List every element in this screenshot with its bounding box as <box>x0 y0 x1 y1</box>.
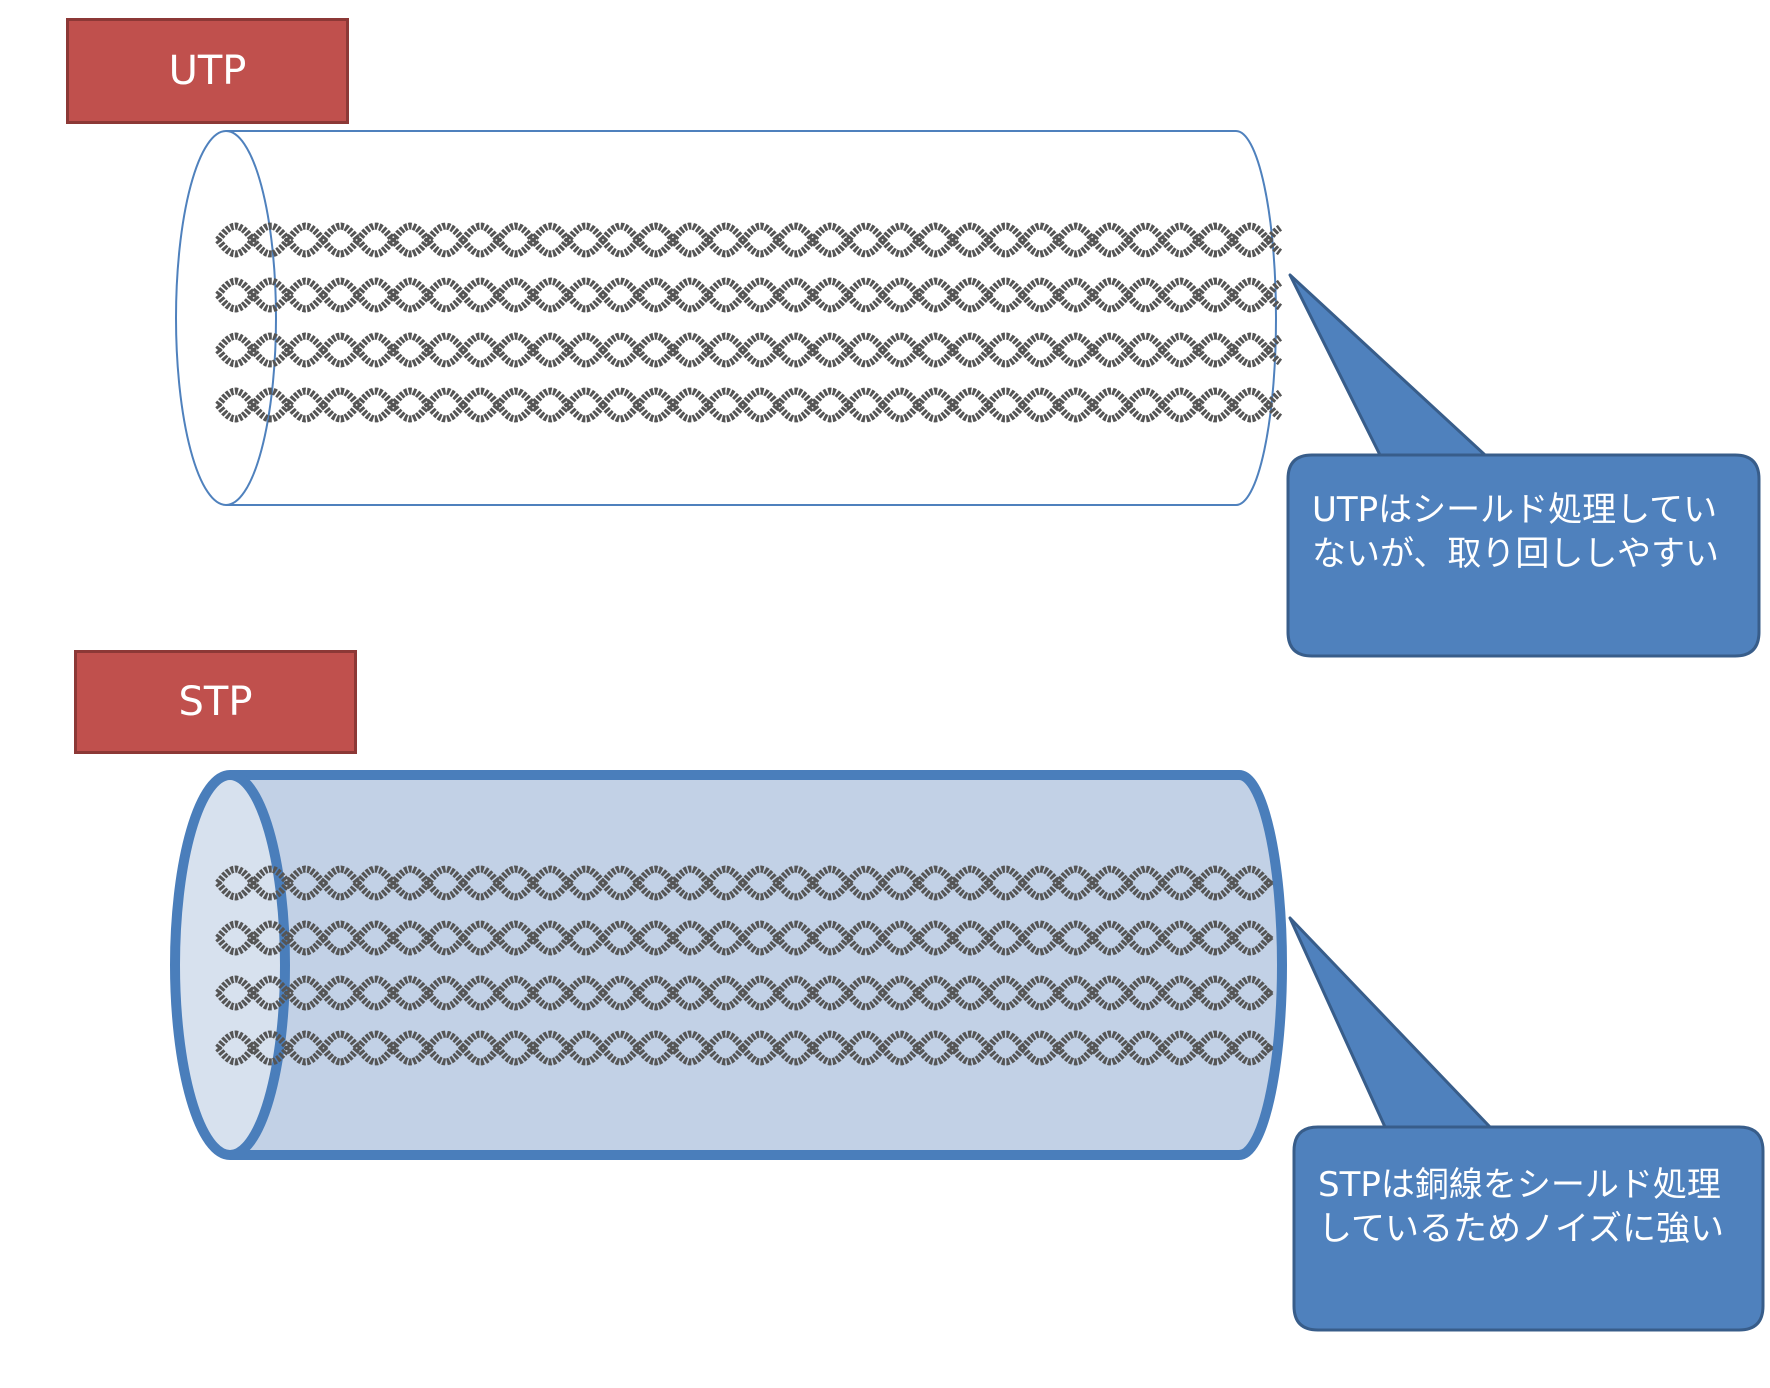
utp-label: UTP <box>66 18 349 124</box>
wire-strand <box>215 222 1283 258</box>
wire-strand <box>215 865 1274 901</box>
wire-strand <box>215 387 1283 423</box>
stp-twisted-pairs <box>215 865 1274 1066</box>
wire-strand <box>215 1030 1274 1066</box>
utp-label-text: UTP <box>168 48 247 94</box>
wire-strand <box>215 332 1283 368</box>
stp-cable-end <box>170 770 290 1160</box>
utp-cable-end <box>175 130 277 506</box>
stp-callout-shape <box>1288 916 1765 1332</box>
wire-strand <box>215 277 1283 313</box>
stp-callout-text: STPは銅線をシールド処理しているためノイズに強い <box>1318 1165 1724 1249</box>
wire-strand <box>215 920 1274 956</box>
stp-label-text: STP <box>178 679 253 725</box>
stp-label: STP <box>74 650 357 754</box>
utp-callout-shape <box>1286 273 1761 658</box>
stp-cable-body <box>230 770 1287 1160</box>
utp-callout-text: UTPはシールド処理していないが、取り回ししやすい <box>1312 490 1719 574</box>
wire-strand <box>215 975 1274 1011</box>
utp-twisted-pairs <box>215 222 1283 423</box>
